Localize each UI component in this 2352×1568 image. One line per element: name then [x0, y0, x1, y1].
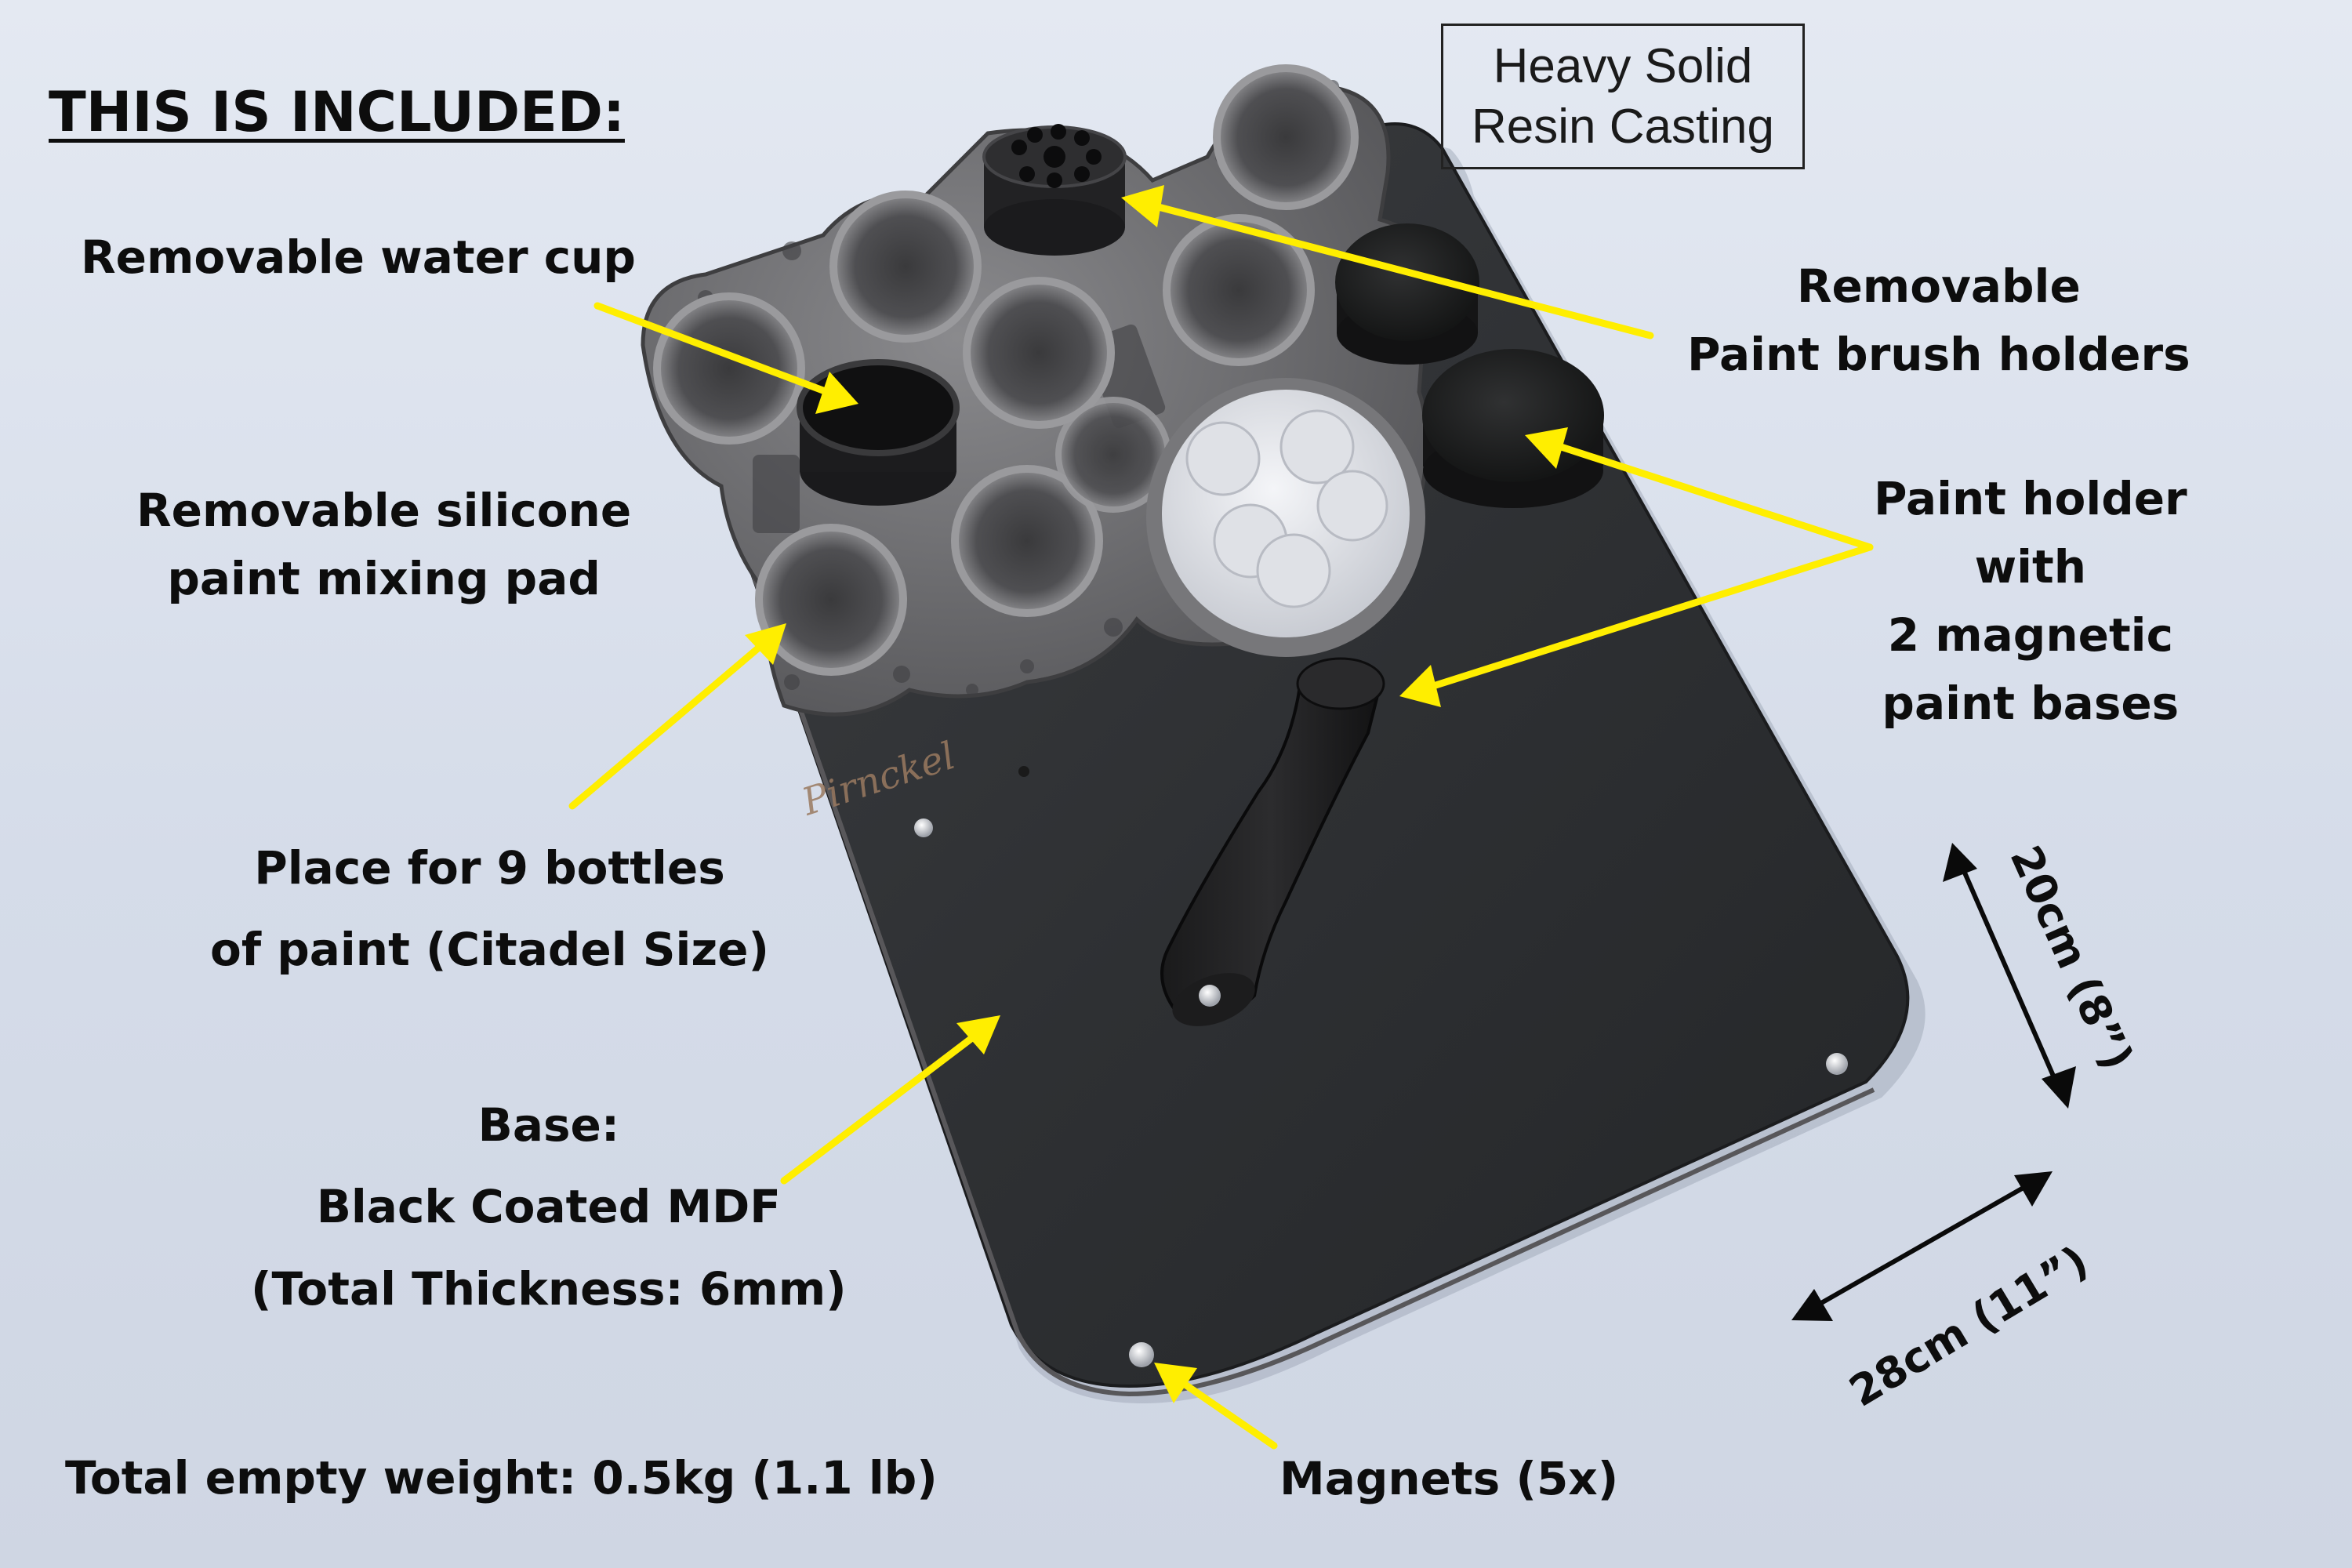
brush-holders-label: Removable Paint brush holders [1687, 252, 2190, 389]
paint-bottle-cups [653, 64, 1359, 676]
width-arrow-line [1814, 1183, 2029, 1308]
board-magnets [914, 766, 1848, 1367]
magnets-label: Magnets (5x) [1279, 1445, 1618, 1513]
mixing-pad-line-1: Removable silicone [136, 484, 632, 537]
magnet-icon [1129, 1342, 1154, 1367]
mixing-pad-label: Removable silicone paint mixing pad [136, 477, 631, 613]
paint-holder-line-1: Paint holder [1874, 472, 2187, 525]
arrow-bottle-cups [568, 639, 768, 810]
depth-arrow-line [1959, 864, 2060, 1088]
silicone-mixing-pad [1146, 378, 1425, 657]
paint-holder-line-3: 2 magnetic [1887, 608, 2173, 662]
arrow-magnets [1172, 1374, 1278, 1450]
weight-text: Total empty weight: 0.5kg (1.1 lb) [65, 1451, 938, 1504]
brush-holders-line-2: Paint brush holders [1687, 328, 2190, 381]
board-edge-highlight [750, 572, 1875, 1397]
paint-cup-7 [951, 465, 1103, 617]
base-line-2: Black Coated MDF [316, 1180, 781, 1234]
bottles-label: Place for 9 bottles of paint (Citadel Si… [210, 827, 769, 991]
paint-holder-line-4: paint bases [1882, 677, 2180, 730]
removable-water-cup [797, 359, 960, 506]
resin-casting-line-1: Heavy Solid [1493, 38, 1753, 93]
arrow-brush-holders [1149, 201, 1654, 339]
paint-cup-1 [653, 292, 805, 445]
brush-holders-line-1: Removable [1796, 260, 2081, 313]
paint-holder-handle [1160, 657, 1385, 1026]
resin-casting-note: Heavy Solid Resin Casting [1441, 24, 1805, 169]
resin-casting-line-2: Resin Casting [1472, 100, 1774, 154]
paint-holder-label: Paint holder with 2 magnetic paint bases [1874, 465, 2187, 738]
magnet-icon [1018, 766, 1029, 777]
base-line-3: (Total Thickness: 6mm) [251, 1261, 847, 1316]
magnet-icon [1826, 1053, 1848, 1075]
brush-holder-cylinder [982, 124, 1127, 256]
water-cup-text: Removable water cup [81, 230, 636, 284]
paint-cup-4 [1163, 214, 1315, 366]
dimension-arrows [1791, 843, 2076, 1321]
arrow-paint-base [1552, 441, 1874, 551]
weight-label: Total empty weight: 0.5kg (1.1 lb) [65, 1444, 938, 1512]
paint-holder-line-2: with [1974, 540, 2087, 593]
paint-cup-5 [1213, 64, 1359, 210]
arrow-paint-holder [1427, 543, 1874, 691]
paint-cup-2 [829, 191, 982, 343]
magnet-icon [914, 818, 933, 837]
mixing-pad-line-2: paint mixing pad [167, 552, 601, 605]
arrow-base [780, 1031, 980, 1185]
magnets-text: Magnets (5x) [1279, 1452, 1619, 1505]
callout-arrows [568, 185, 1874, 1450]
base-line-1: Base: [477, 1098, 620, 1152]
paint-cup-6 [755, 524, 907, 676]
paint-cup-3 [963, 277, 1115, 429]
bottles-line-2: of paint (Citadel Size) [210, 923, 770, 977]
arrow-water-cup [593, 302, 831, 396]
base-label: Base: Black Coated MDF (Total Thickness:… [251, 1084, 847, 1330]
bottles-line-1: Place for 9 bottles [254, 841, 725, 895]
included-heading: THIS IS INCLUDED: [49, 80, 625, 144]
water-cup-label: Removable water cup [81, 223, 636, 292]
